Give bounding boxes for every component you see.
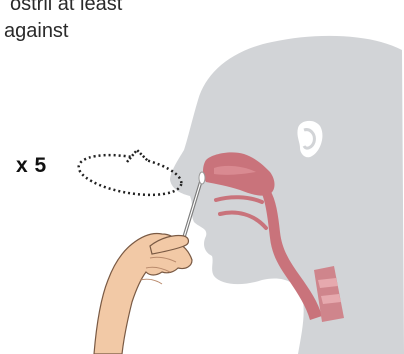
rotation-arrow-icon xyxy=(76,148,185,202)
head-silhouette xyxy=(170,36,404,354)
hand-icon xyxy=(94,233,192,354)
